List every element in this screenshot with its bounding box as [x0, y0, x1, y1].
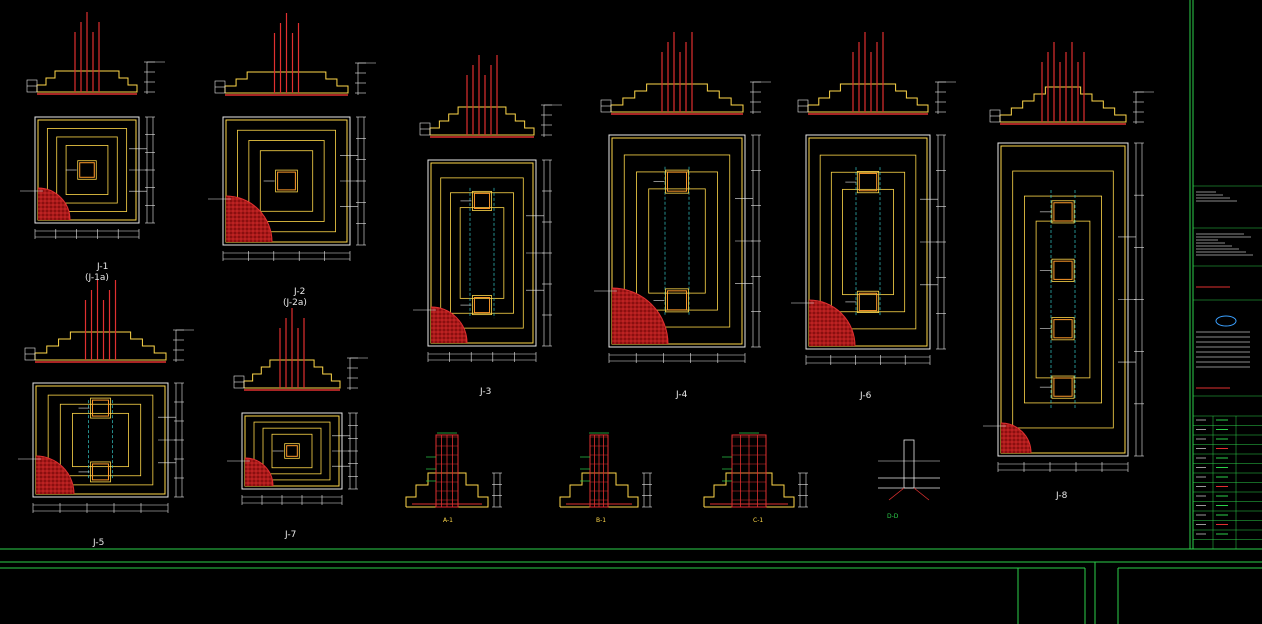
- pier-2: [653, 288, 689, 313]
- footing-plan: [20, 116, 155, 239]
- rebar-mesh-corner: [809, 300, 855, 346]
- rebar-mesh-corner: [38, 188, 70, 220]
- footing-j-7: [227, 308, 368, 505]
- section-label: B-1: [596, 517, 607, 524]
- footing-j-8: [983, 42, 1154, 472]
- rebar-mesh-corner: [226, 196, 272, 242]
- pier-2: [845, 290, 880, 313]
- footing-label: J-7: [285, 530, 297, 540]
- pier-2: [460, 295, 492, 316]
- footing-label: J-1: [97, 262, 109, 272]
- section-profile: [703, 472, 795, 508]
- section-label: A-1: [443, 517, 453, 524]
- section-label: C-1: [753, 517, 764, 524]
- footing-label: J-2: [294, 287, 306, 297]
- footing-j-6: [791, 32, 956, 365]
- pier-1: [460, 190, 492, 211]
- footing-j-3: [413, 55, 562, 362]
- section-label: D-D: [887, 513, 899, 520]
- footing-profile: [429, 106, 535, 136]
- footing-elevation: [419, 55, 562, 138]
- footing-sublabel: (J-2a): [283, 298, 307, 308]
- pier-2: [78, 461, 111, 483]
- footing-profile: [243, 359, 341, 389]
- footing-label: J-6: [860, 391, 872, 401]
- section-column: [903, 439, 915, 489]
- footing-sublabel: (J-1a): [85, 273, 109, 283]
- pier-2: [1039, 258, 1075, 282]
- rebar-mesh-corner: [612, 288, 668, 344]
- company-logo: [1215, 315, 1237, 327]
- footing-elevation: [214, 13, 376, 96]
- rebar-mesh-corner: [36, 456, 74, 494]
- footing-label: J-8: [1056, 491, 1068, 501]
- footing-j-4: [594, 32, 771, 363]
- footing-plan: [791, 134, 946, 365]
- footing-j-1: [20, 12, 165, 239]
- footing-profile: [34, 331, 167, 361]
- pier-1: [78, 397, 111, 419]
- section-profile: [559, 472, 639, 508]
- pier-1: [653, 169, 689, 194]
- footing-elevation: [989, 42, 1154, 125]
- footing-j-2: [208, 13, 376, 261]
- footing-elevation: [233, 308, 368, 391]
- pier-1: [65, 160, 97, 180]
- section-d-d: [878, 439, 940, 501]
- footing-plan: [18, 382, 184, 513]
- footing-plan: [413, 159, 552, 362]
- footing-profile: [224, 71, 349, 94]
- footing-profile: [610, 83, 744, 113]
- footing-elevation: [600, 32, 771, 115]
- footing-plan: [983, 142, 1144, 472]
- footing-profile: [807, 83, 929, 113]
- pier-1: [272, 443, 300, 459]
- pier-4: [1039, 375, 1075, 399]
- footing-label: J-3: [480, 387, 492, 397]
- footing-plan: [594, 134, 761, 363]
- rebar-mesh-corner: [245, 458, 273, 486]
- footing-plan: [208, 116, 366, 261]
- pier-1: [1039, 200, 1075, 224]
- footing-j-5: [18, 280, 194, 513]
- section-a-1: [405, 432, 502, 508]
- footing-label: J-5: [93, 538, 105, 548]
- footing-plan: [227, 412, 358, 505]
- footing-elevation: [797, 32, 956, 115]
- pier-3: [1039, 317, 1075, 341]
- section-c-1: [703, 432, 808, 508]
- pier-1: [263, 169, 298, 193]
- footing-label: J-4: [676, 390, 688, 400]
- footing-elevation: [26, 12, 165, 95]
- section-profile: [405, 472, 489, 508]
- pier-1: [845, 170, 880, 194]
- title-block: [1193, 185, 1262, 549]
- footing-elevation: [24, 280, 194, 363]
- rebar-mesh-corner: [431, 307, 467, 343]
- outer-boundary: [997, 142, 1129, 457]
- footing-profile: [999, 86, 1127, 123]
- footing-profile: [36, 70, 138, 93]
- section-b-1: [559, 432, 652, 508]
